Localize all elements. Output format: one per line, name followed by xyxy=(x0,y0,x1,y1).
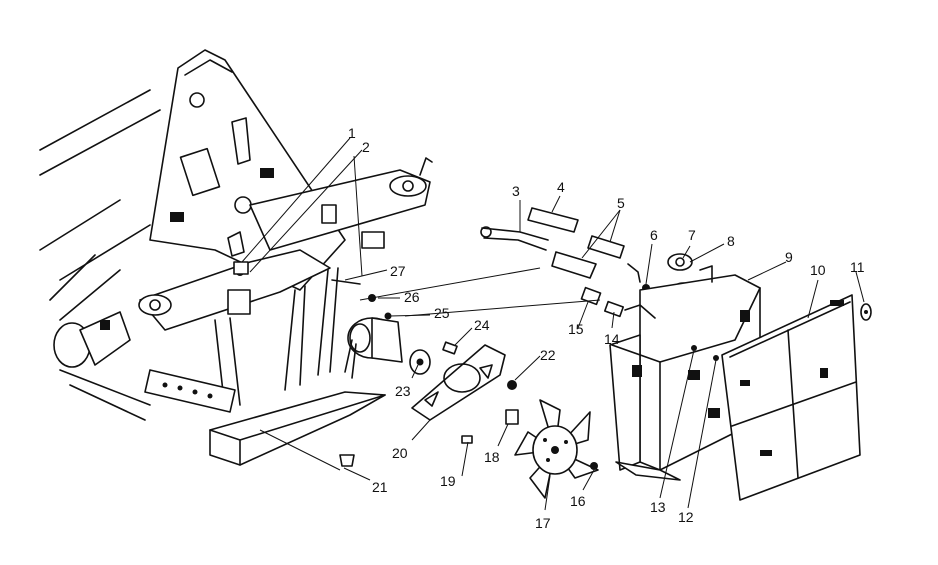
coupling xyxy=(409,349,431,375)
callout-6: 6 xyxy=(650,227,658,243)
shroud-plate xyxy=(411,344,506,421)
callout-8: 8 xyxy=(727,233,735,249)
clip xyxy=(860,303,872,321)
bolt-12 xyxy=(713,355,719,361)
callout-17: 17 xyxy=(535,515,551,531)
leader-lines xyxy=(241,137,865,511)
callout-22: 22 xyxy=(540,347,556,363)
callout-9: 9 xyxy=(785,249,793,265)
frame-assembly xyxy=(39,49,433,466)
callout-23: 23 xyxy=(395,383,411,399)
callout-19: 19 xyxy=(440,473,456,489)
grommet xyxy=(339,454,355,467)
callout-25: 25 xyxy=(434,305,450,321)
callout-13: 13 xyxy=(650,499,666,515)
bolt-13 xyxy=(691,345,697,351)
callout-16: 16 xyxy=(570,493,586,509)
callout-11: 11 xyxy=(850,259,865,275)
callout-1: 1 xyxy=(348,125,356,141)
hose-4 xyxy=(527,207,579,233)
hose-3 xyxy=(480,226,549,251)
callout-5: 5 xyxy=(617,195,625,211)
callout-20: 20 xyxy=(392,445,408,461)
callout-27: 27 xyxy=(390,263,406,279)
callout-12: 12 xyxy=(678,509,694,525)
callout-21: 21 xyxy=(372,479,388,495)
callout-14: 14 xyxy=(604,331,620,347)
pin xyxy=(442,341,458,355)
fan-blade xyxy=(514,399,599,499)
hose-5 xyxy=(551,235,625,279)
fan-motor xyxy=(344,312,403,379)
nut xyxy=(590,462,598,470)
fitting-14 xyxy=(603,300,625,318)
screw xyxy=(461,435,473,444)
callout-26: 26 xyxy=(404,289,420,305)
callout-3: 3 xyxy=(512,183,520,199)
bolt-1-2 xyxy=(233,261,249,275)
callout-18: 18 xyxy=(484,449,500,465)
callout-4: 4 xyxy=(557,179,565,195)
nut xyxy=(507,380,517,390)
callout-15: 15 xyxy=(568,321,584,337)
callout-10: 10 xyxy=(810,262,826,278)
fitting-15 xyxy=(580,286,602,306)
callout-labels: 1 2 3 4 5 6 7 8 9 10 11 12 13 14 15 16 1… xyxy=(348,125,865,531)
callout-2: 2 xyxy=(362,139,370,155)
clamp xyxy=(627,263,641,283)
callout-7: 7 xyxy=(688,227,696,243)
callout-24: 24 xyxy=(474,317,490,333)
spacer xyxy=(505,409,519,425)
long-bolt xyxy=(331,279,361,285)
